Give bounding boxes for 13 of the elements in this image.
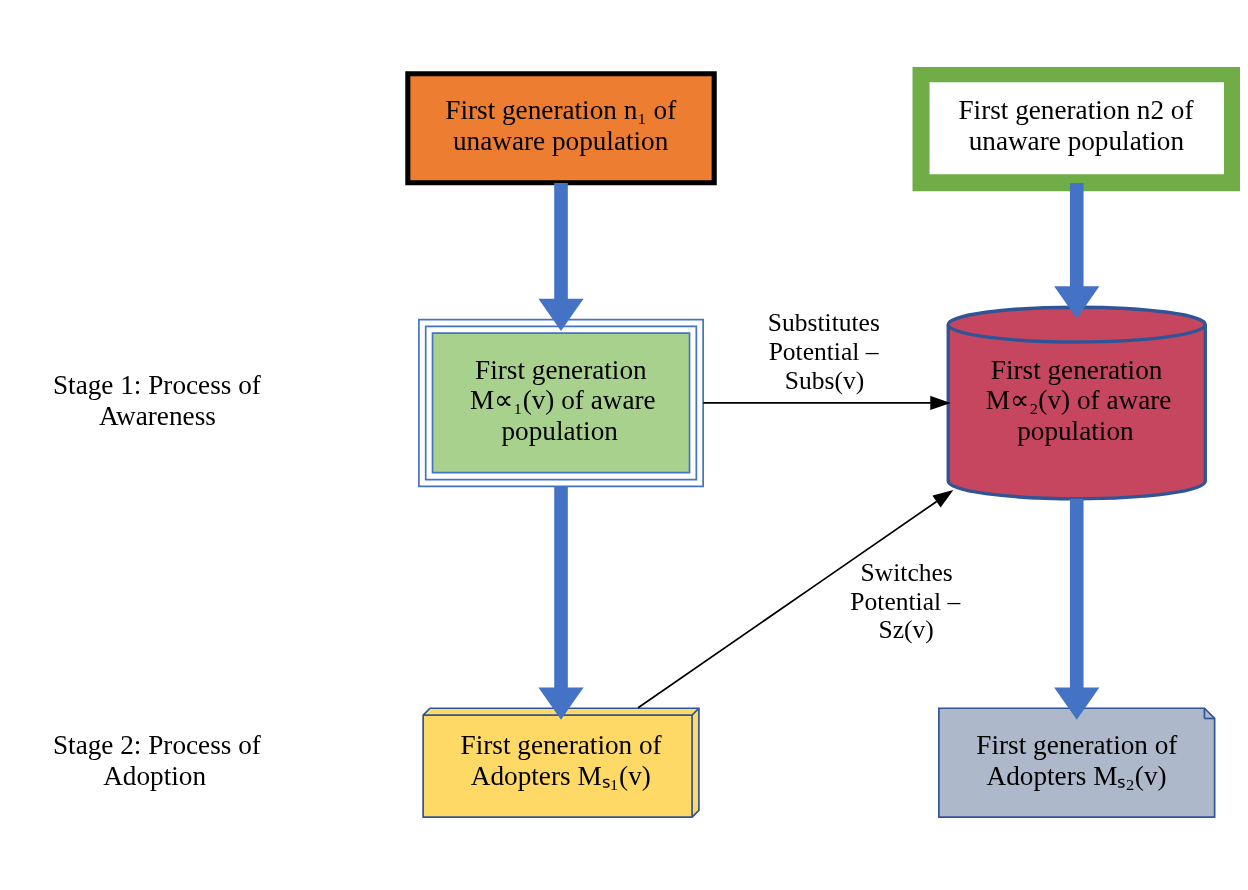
node-box: First generation M∝₁(v) of aware population (418, 318, 704, 487)
arrow (1054, 498, 1100, 720)
node-box: First generation n₁ of unaware population (405, 70, 717, 185)
arrow (538, 182, 584, 331)
arrow (538, 485, 584, 720)
node-box: First generation n2 of unaware population (912, 66, 1240, 191)
edge-label: Switches Potential – Sz(v) (850, 557, 961, 644)
label: Stage 2: Process of Adoption (52, 729, 261, 791)
label: Stage 1: Process of Awareness (52, 369, 261, 431)
arrow (1054, 182, 1100, 319)
arrow (702, 395, 951, 410)
edge-label: Substitutes Potential – Subs(v) (767, 307, 880, 395)
arrow (637, 489, 954, 709)
